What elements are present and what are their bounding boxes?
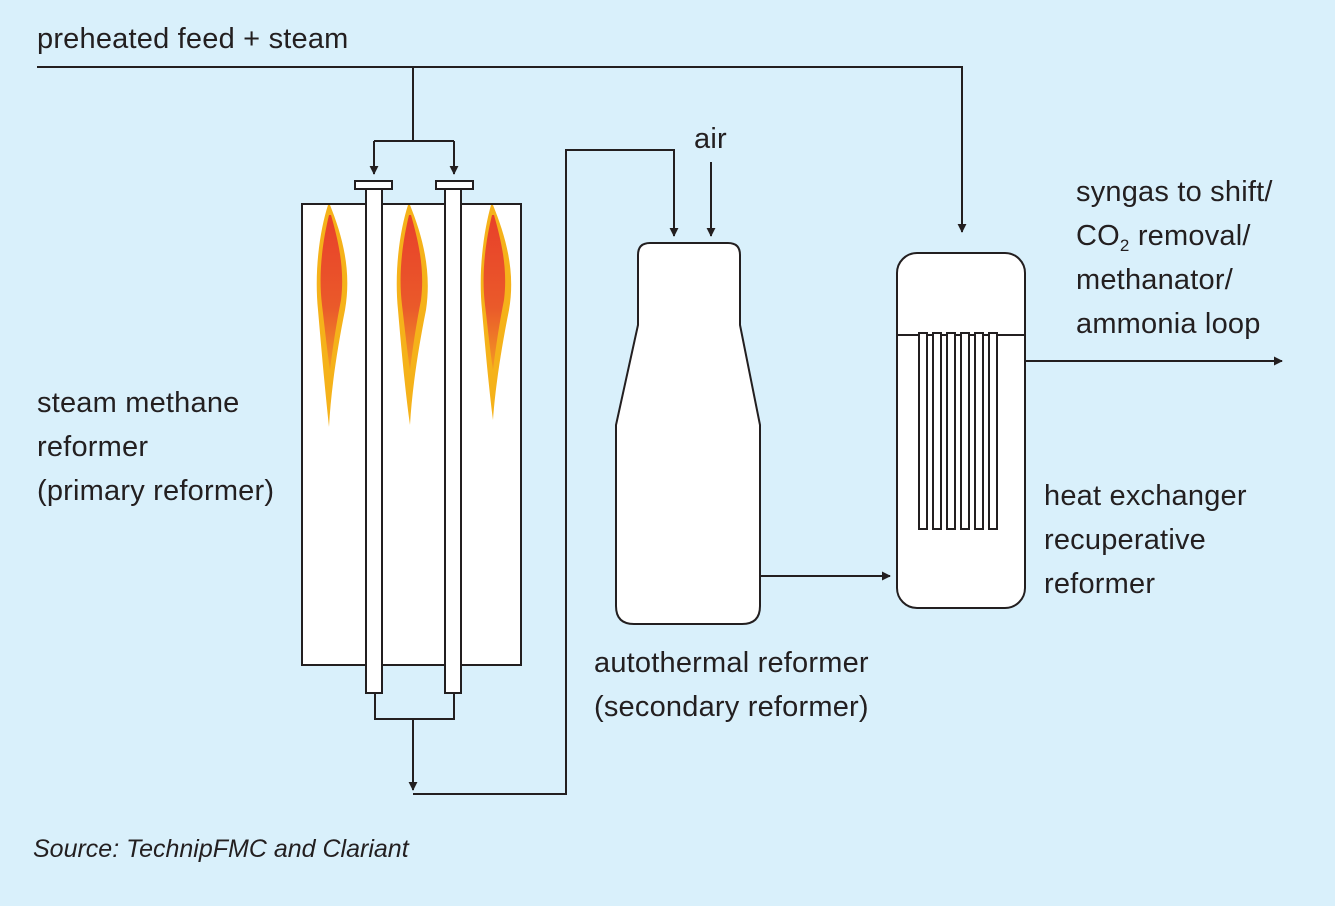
steam-methane-reformer-label: steam methane reformer (primary reformer… — [37, 387, 275, 507]
syngas-line-3: methanator/ — [1076, 264, 1233, 296]
burner-flames — [316, 205, 512, 427]
heat-exchanger-reformer-label: heat exchanger recuperative reformer — [1044, 480, 1247, 600]
autothermal-reformer-label: autothermal reformer (secondary reformer… — [594, 647, 869, 723]
hex-tube-bundle — [918, 332, 998, 530]
syngas-line-1: syngas to shift/ — [1076, 176, 1273, 208]
air-label: air — [694, 123, 727, 155]
autothermal-reformer-vessel — [615, 242, 761, 625]
primary-to-atr-line — [413, 149, 679, 795]
syngas-line-2: CO2 removal/ — [1076, 220, 1251, 255]
reformer-tube-2-cap — [435, 180, 474, 190]
syngas-line-4: ammonia loop — [1076, 308, 1261, 340]
reformer-tube-1-cap — [354, 180, 393, 190]
reformer-tube-1 — [365, 188, 383, 694]
feed-label: preheated feed + steam — [37, 23, 349, 55]
source-credit: Source: TechnipFMC and Clariant — [33, 835, 409, 863]
reformer-tube-2 — [444, 188, 462, 694]
tube-outlet-collector — [374, 693, 455, 720]
syngas-label: syngas to shift/ CO2 removal/ methanator… — [1076, 170, 1273, 346]
feed-header-line — [37, 66, 967, 233]
